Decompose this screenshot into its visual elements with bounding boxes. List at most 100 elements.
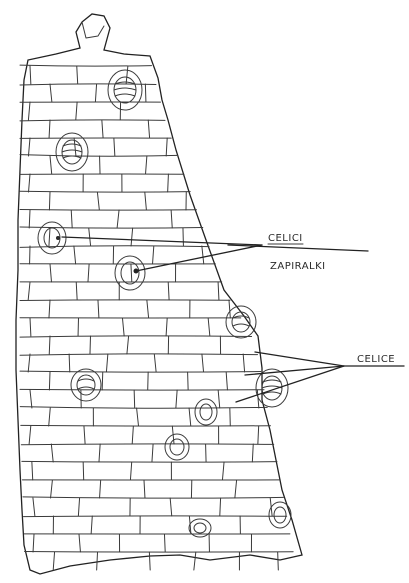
cell-wall xyxy=(117,210,119,228)
cell-wall xyxy=(229,300,230,318)
tissue-outline xyxy=(16,14,302,574)
cell-wall xyxy=(79,534,80,552)
cell-wall xyxy=(152,444,153,462)
cell-wall xyxy=(49,120,50,138)
cell-wall xyxy=(145,192,147,210)
cell-wall xyxy=(188,372,189,390)
cell-wall xyxy=(98,300,99,318)
cell-wall xyxy=(258,426,259,444)
cell-wall xyxy=(28,354,30,372)
cell-wall xyxy=(22,461,277,462)
stoma xyxy=(165,434,189,460)
cell-wall xyxy=(171,210,172,228)
cell-wall xyxy=(235,480,237,498)
cell-wall xyxy=(278,552,279,570)
cell-wall xyxy=(49,372,50,390)
cell-wall xyxy=(202,354,204,372)
cell-wall xyxy=(168,174,169,192)
cell-wall xyxy=(77,66,78,84)
cell-wall xyxy=(20,120,165,121)
cell-wall xyxy=(33,498,35,516)
cell-wall xyxy=(20,371,261,372)
cell-wall xyxy=(148,120,149,138)
cell-wall xyxy=(106,354,107,372)
cell-wall xyxy=(102,120,103,138)
cell-wall xyxy=(23,497,284,498)
cell-wall xyxy=(50,156,52,174)
cell-wall xyxy=(20,354,258,355)
guard-cells-label-line2: ZAPIRALKI xyxy=(270,261,326,272)
cell-wall xyxy=(97,552,98,570)
cell-wall xyxy=(170,498,172,516)
stoma xyxy=(56,133,88,171)
cell-wall xyxy=(20,300,230,301)
cell-wall xyxy=(20,209,197,210)
cell-wall xyxy=(97,192,99,210)
cell-wall xyxy=(28,102,30,120)
cell-wall xyxy=(88,264,89,282)
cell-wall xyxy=(20,389,264,390)
cell-wall xyxy=(131,228,133,246)
cell-wall xyxy=(147,300,149,318)
cell-wall xyxy=(176,390,177,408)
cell-walls xyxy=(20,65,293,570)
cell-wall xyxy=(20,155,178,157)
stoma xyxy=(256,369,288,407)
cell-wall xyxy=(23,516,286,517)
cell-wall xyxy=(131,264,132,282)
cell-wall xyxy=(202,246,204,264)
cell-wall xyxy=(194,552,196,570)
cell-wall xyxy=(32,462,33,480)
cell-wall xyxy=(21,425,271,426)
cell-wall xyxy=(95,84,96,102)
cell-wall xyxy=(50,264,51,282)
stoma xyxy=(38,222,66,254)
cell-wall xyxy=(130,462,131,480)
cell-wall xyxy=(20,65,152,66)
cell-wall xyxy=(25,552,294,553)
cell-wall xyxy=(21,444,273,445)
cells-label: CELICE xyxy=(357,354,395,365)
cell-wall xyxy=(166,138,167,156)
cell-wall xyxy=(226,372,227,390)
cell-wall xyxy=(30,318,31,336)
cell-wall xyxy=(91,516,92,534)
cell-wall xyxy=(20,227,203,228)
cell-wall xyxy=(166,318,167,336)
cell-wall xyxy=(252,444,253,462)
cell-wall xyxy=(114,138,115,156)
cell-wall xyxy=(76,282,77,300)
cell-wall xyxy=(29,426,31,444)
cell-wall xyxy=(218,282,219,300)
cell-wall xyxy=(146,156,147,174)
cell-wall xyxy=(29,174,30,192)
cell-wall xyxy=(69,354,70,372)
cell-wall xyxy=(208,318,210,336)
cell-wall xyxy=(220,498,221,516)
stoma xyxy=(108,70,142,110)
cell-wall xyxy=(49,300,50,318)
cell-wall xyxy=(189,408,191,426)
cell-wall xyxy=(51,480,53,498)
cell-wall xyxy=(154,354,156,372)
stoma xyxy=(115,256,145,290)
cell-wall xyxy=(76,102,77,120)
stoma xyxy=(226,306,256,338)
cell-wall xyxy=(49,408,51,426)
cell-wall xyxy=(99,444,100,462)
cell-wall xyxy=(90,336,91,354)
cell-wall xyxy=(89,228,91,246)
cell-wall xyxy=(20,191,190,192)
cell-wall xyxy=(49,336,50,354)
cell-wall xyxy=(127,336,129,354)
cell-wall xyxy=(49,228,50,246)
cell-wall xyxy=(134,390,135,408)
cell-wall xyxy=(53,552,54,570)
cell-wall xyxy=(50,84,52,102)
cell-wall xyxy=(51,444,53,462)
cell-wall xyxy=(153,246,154,264)
cell-wall xyxy=(78,498,79,516)
cell-wall xyxy=(20,336,252,337)
cell-wall xyxy=(28,282,30,300)
stoma xyxy=(195,399,217,425)
